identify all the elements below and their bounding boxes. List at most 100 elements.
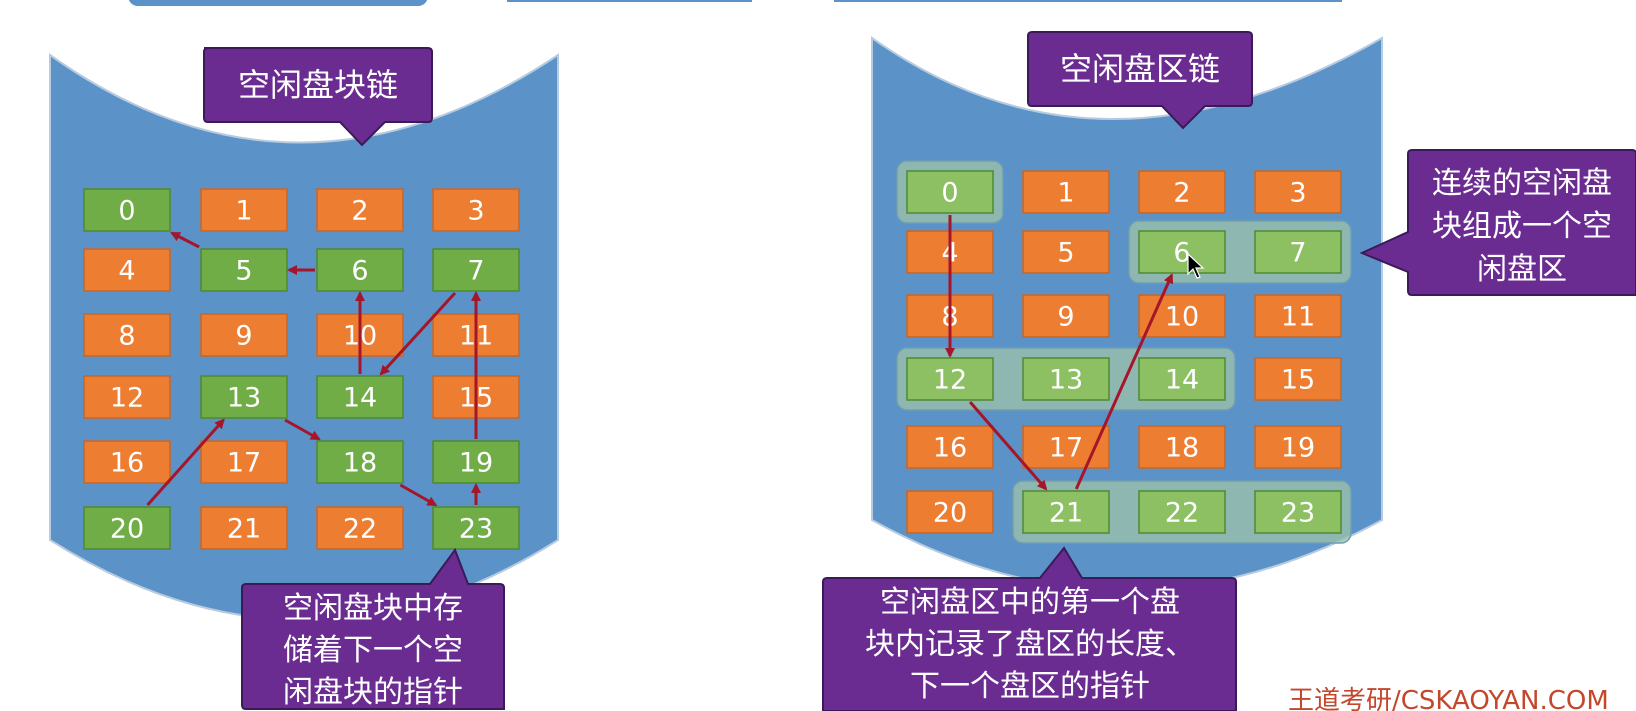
left-block-3-label: 3: [467, 196, 484, 227]
right-chain-arrows: [945, 215, 1174, 491]
left-block-21-rect: [200, 506, 288, 550]
left-cylinder-body: [49, 53, 559, 621]
right-block-9: 9: [1022, 294, 1110, 338]
right-block-6: 6: [1138, 230, 1226, 274]
right-block-5: 5: [1022, 230, 1110, 274]
left-block-3: 3: [432, 188, 520, 232]
right-block-6-rect: [1138, 230, 1226, 274]
right-block-12-rect: [906, 357, 994, 401]
right-block-15-label: 15: [1281, 365, 1315, 396]
left-block-14-label: 14: [343, 383, 377, 414]
right-title-callout: 空闲盘区链: [1027, 31, 1253, 130]
left-block-8-label: 8: [118, 321, 135, 352]
left-block-1-rect: [200, 188, 288, 232]
left-block-18-label: 18: [343, 448, 377, 479]
right-block-17: 17: [1022, 425, 1110, 469]
left-title: 空闲盘块链: [238, 66, 398, 104]
left-block-9-label: 9: [235, 321, 252, 352]
right-block-16-label: 16: [933, 433, 967, 464]
left-block-1-label: 1: [235, 196, 252, 227]
right-block-13-rect: [1022, 357, 1110, 401]
left-block-8: 8: [83, 313, 171, 357]
right-block-7-rect: [1254, 230, 1342, 274]
left-block-22: 22: [316, 506, 404, 550]
left-block-16-label: 16: [110, 448, 144, 479]
right-block-1-label: 1: [1057, 178, 1074, 209]
left-block-8-rect: [83, 313, 171, 357]
left-arrow-20-to-13: [146, 418, 225, 506]
right-block-23: 23: [1254, 490, 1342, 534]
right-arrow-12-to-21: [968, 401, 1048, 491]
right-block-1-rect: [1022, 170, 1110, 214]
left-block-4: 4: [83, 248, 171, 292]
left-arrow-18-to-23: [399, 483, 438, 507]
left-block-6-rect: [316, 248, 404, 292]
right-block-0: 0: [906, 170, 994, 214]
left-block-17-rect: [200, 440, 288, 484]
right-block-14-rect: [1138, 357, 1226, 401]
right-bottom-callout: 空闲盘区中的第一个盘 块内记录了盘区的长度、 下一个盘区的指针: [822, 546, 1237, 711]
right-bottom-callout-line-1: 空闲盘区中的第一个盘: [880, 585, 1180, 620]
right-block-3-rect: [1254, 170, 1342, 214]
right-block-15-rect: [1254, 357, 1342, 401]
right-block-18-rect: [1138, 425, 1226, 469]
left-block-6: 6: [316, 248, 404, 292]
left-block-5-label: 5: [235, 256, 252, 287]
right-block-0-rect: [906, 170, 994, 214]
left-block-7-rect: [432, 248, 520, 292]
left-block-19-rect: [432, 440, 520, 484]
left-block-16: 16: [83, 440, 171, 484]
left-block-13-rect: [200, 375, 288, 419]
right-bottom-callout-line-2: 块内记录了盘区的长度、: [865, 627, 1195, 662]
left-block-6-label: 6: [351, 256, 368, 287]
left-block-13-label: 13: [227, 383, 261, 414]
left-block-14-rect: [316, 375, 404, 419]
right-side-callout: 连续的空闲盘 块组成一个空 闲盘区: [1359, 149, 1636, 296]
right-block-19-rect: [1254, 425, 1342, 469]
right-block-5-rect: [1022, 230, 1110, 274]
right-block-3-label: 3: [1289, 178, 1306, 209]
left-block-1: 1: [200, 188, 288, 232]
right-block-10-label: 10: [1165, 302, 1199, 333]
left-block-21: 21: [200, 506, 288, 550]
left-block-12: 12: [83, 375, 171, 419]
right-block-11: 11: [1254, 294, 1342, 338]
left-block-23: 23: [432, 506, 520, 550]
right-block-9-label: 9: [1057, 302, 1074, 333]
left-block-17: 17: [200, 440, 288, 484]
right-block-7: 7: [1254, 230, 1342, 274]
right-block-23-label: 23: [1281, 498, 1315, 529]
right-block-12: 12: [906, 357, 994, 401]
right-block-21-rect: [1022, 490, 1110, 534]
right-side-callout-line-2: 块组成一个空: [1432, 209, 1612, 244]
left-block-14: 14: [316, 375, 404, 419]
right-block-17-label: 17: [1049, 433, 1083, 464]
left-callout-line-1: 空闲盘块中存: [283, 591, 463, 626]
left-block-5: 5: [200, 248, 288, 292]
left-block-9-rect: [200, 313, 288, 357]
left-block-2-label: 2: [351, 196, 368, 227]
left-block-20-label: 20: [110, 514, 144, 545]
right-block-16-rect: [906, 425, 994, 469]
left-arrow-13-to-18: [284, 418, 321, 441]
right-block-7-label: 7: [1289, 238, 1306, 269]
right-block-22: 22: [1138, 490, 1226, 534]
right-block-10: 10: [1138, 294, 1226, 338]
right-block-2-label: 2: [1173, 178, 1190, 209]
left-arrow-5-to-0: [170, 231, 200, 249]
left-block-0: 0: [83, 188, 171, 232]
right-block-16: 16: [906, 425, 994, 469]
right-block-20-rect: [906, 490, 994, 534]
left-block-22-label: 22: [343, 514, 377, 545]
right-block-1: 1: [1022, 170, 1110, 214]
right-bottom-callout-line-3: 下一个盘区的指针: [910, 669, 1150, 704]
right-block-11-rect: [1254, 294, 1342, 338]
right-side-callout-line-1: 连续的空闲盘: [1432, 166, 1612, 201]
right-block-18: 18: [1138, 425, 1226, 469]
right-block-21-label: 21: [1049, 498, 1083, 529]
right-block-21: 21: [1022, 490, 1110, 534]
left-block-23-label: 23: [459, 514, 493, 545]
